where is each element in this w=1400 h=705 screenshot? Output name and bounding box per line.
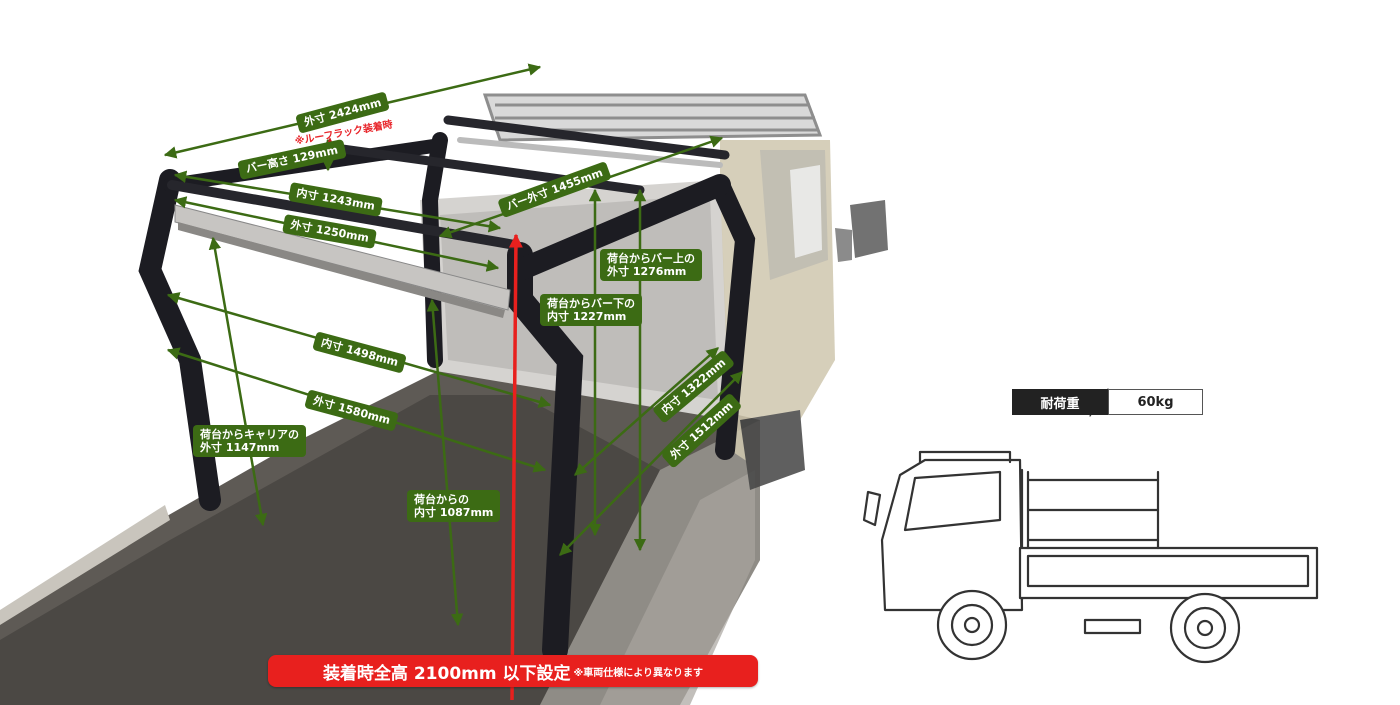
label-bar-top-height: 荷台からバー上の 外寸 1276mm [600,249,702,281]
label-inner-1087: 荷台からの 内寸 1087mm [407,490,501,522]
label-bar-bottom-line2: 内寸 1227mm [547,310,627,323]
label-bar-top-line2: 外寸 1276mm [607,265,687,278]
total-height-banner: 装着時全高 2100mm 以下設定 ※車両仕様により異なります [268,655,758,687]
label-carrier-height: 荷台からキャリアの 外寸 1147mm [193,425,306,457]
label-carrier-line2: 外寸 1147mm [200,441,280,454]
load-capacity-label: 耐荷重 [1012,389,1108,415]
banner-note-text: ※車両仕様により異なります [573,667,704,679]
label-carrier-line1: 荷台からキャリアの [200,428,299,441]
banner-main-text: 装着時全高 2100mm 以下設定 [322,663,571,684]
truck-line-drawing [862,388,1319,664]
load-capacity-value: 60kg [1108,389,1203,415]
label-inner-1087-line2: 内寸 1087mm [414,506,494,519]
label-inner-1087-line1: 荷台からの [414,493,469,506]
label-bar-top-line1: 荷台からバー上の [607,252,695,265]
total-height-arrow [508,233,523,701]
label-bar-bottom-height: 荷台からバー下の 内寸 1227mm [540,294,642,326]
label-bar-bottom-line1: 荷台からバー下の [547,297,635,310]
truck-cab [720,140,888,490]
